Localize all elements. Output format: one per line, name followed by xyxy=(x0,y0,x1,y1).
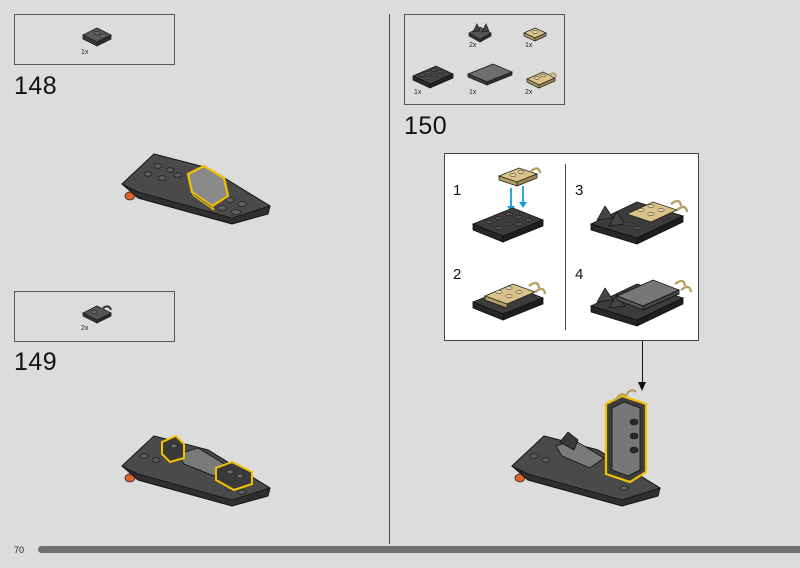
step-number-150: 150 xyxy=(404,112,448,140)
substep-number-3: 3 xyxy=(575,182,584,199)
progress-bar xyxy=(38,546,800,553)
part-qty: 2x xyxy=(81,325,89,332)
part-qty: 1x xyxy=(525,42,533,49)
dark-gray-plate-icon xyxy=(82,27,112,47)
subassembly-panel: 1 2 3 4 xyxy=(444,153,699,341)
page-number: 70 xyxy=(14,545,25,555)
part-qty: 1x xyxy=(469,89,477,96)
step-number-149: 149 xyxy=(14,348,58,376)
parts-box-step-150: 2x 1x 1x 1x 2x xyxy=(404,14,565,105)
substep-4-illustration xyxy=(589,279,693,327)
dark-gray-slope-icon xyxy=(468,23,492,43)
tan-plate-icon xyxy=(523,27,547,42)
attach-arrow-head xyxy=(638,382,646,391)
part-qty: 1x xyxy=(414,89,422,96)
model-step-148 xyxy=(121,153,271,225)
substep-2-illustration xyxy=(471,281,547,321)
substep-3-illustration xyxy=(589,199,689,245)
dark-gray-plate-2x4-icon xyxy=(412,65,454,89)
step-number-148: 148 xyxy=(14,72,58,100)
tan-clip-plate-icon xyxy=(526,71,557,89)
dark-gray-tile-icon xyxy=(467,63,513,86)
model-step-149 xyxy=(121,434,271,507)
substep-number-2: 2 xyxy=(453,266,462,283)
parts-box-step-149: 2x xyxy=(14,291,175,342)
substep-1-illustration xyxy=(471,167,545,243)
part-qty: 2x xyxy=(469,42,477,49)
substep-number-4: 4 xyxy=(575,266,584,283)
dark-gray-clip-plate-icon xyxy=(82,305,112,324)
subassembly-divider xyxy=(565,164,566,330)
substep-number-1: 1 xyxy=(453,182,462,199)
parts-box-step-148: 1x xyxy=(14,14,175,65)
model-step-150 xyxy=(511,389,661,507)
page-divider xyxy=(389,14,390,544)
attach-arrow-line xyxy=(642,341,643,383)
part-qty: 1x xyxy=(81,49,89,56)
part-qty: 2x xyxy=(525,89,533,96)
